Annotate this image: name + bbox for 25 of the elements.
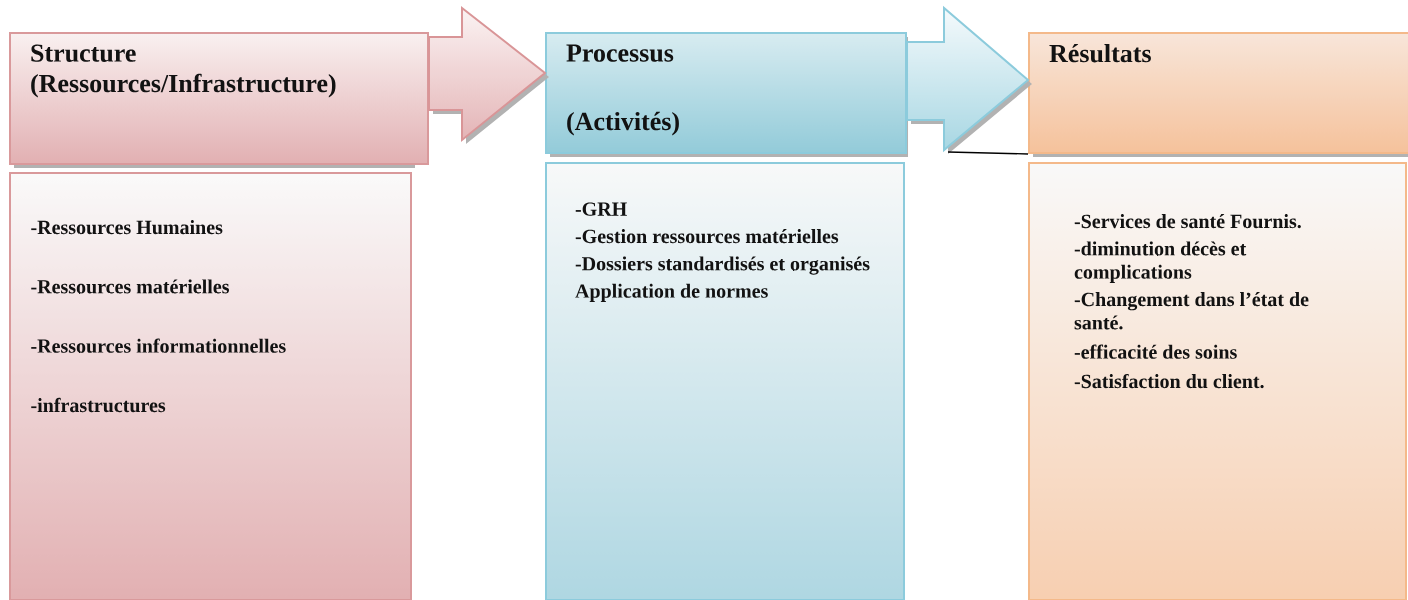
list-item: -Ressources matérielles xyxy=(31,279,229,294)
list-item: -Satisfaction du client. xyxy=(1074,373,1264,389)
list-item: -diminution décès et complications xyxy=(1074,241,1247,283)
header-box xyxy=(1028,32,1408,157)
block-arrow xyxy=(906,5,1032,154)
list-box xyxy=(9,172,412,600)
heading-text: Structure (Ressources/Infrastructure) xyxy=(31,44,336,98)
list-box xyxy=(1028,162,1407,600)
heading-text: Processus xyxy=(566,44,674,62)
list-item: -Services de santé Fournis. xyxy=(1074,214,1301,229)
list-item: -Gestion ressources matérielles xyxy=(575,229,839,244)
header-box xyxy=(9,32,429,168)
list-item: -infrastructures xyxy=(31,397,166,413)
heading-text: (Activités) xyxy=(567,111,679,136)
list-item: -GRH xyxy=(575,202,627,216)
list-item: -Ressources informationnelles xyxy=(31,338,286,353)
list-item: -efficacité des soins xyxy=(1074,344,1237,359)
header-box xyxy=(545,32,908,157)
list-item: Application de normes xyxy=(575,283,768,302)
list-item: -Ressources Humaines xyxy=(31,220,223,235)
list-box xyxy=(545,162,905,600)
list-item: -Dossiers standardisés et organisés xyxy=(575,256,870,275)
block-arrow xyxy=(428,5,549,144)
heading-text: Résultats xyxy=(1049,44,1151,63)
list-item: -Changement dans l’état de santé. xyxy=(1074,292,1309,330)
